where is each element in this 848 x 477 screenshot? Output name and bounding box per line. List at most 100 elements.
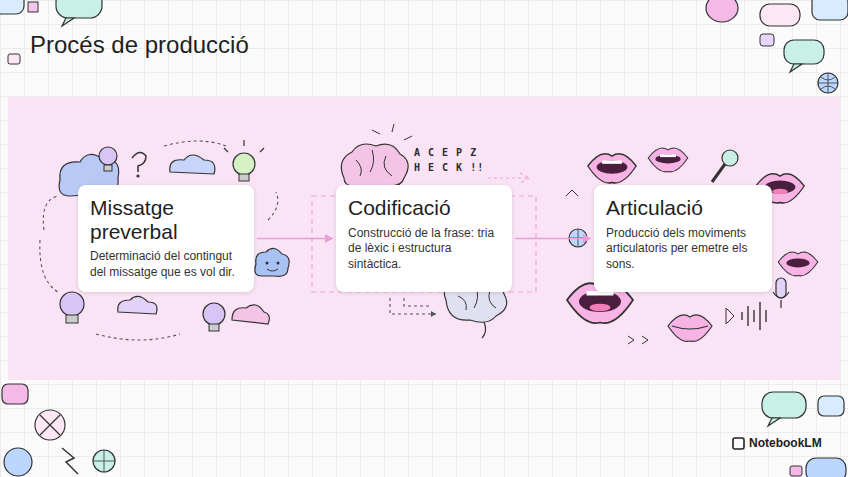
brain-doodles-part <box>341 144 408 186</box>
mouth-doodles-part <box>566 190 578 196</box>
corner-bubbles-part <box>762 392 806 418</box>
mouth-doodles <box>566 148 818 344</box>
idea-doodles-part <box>267 269 278 271</box>
arrow-head <box>325 234 333 243</box>
brain-doodles-part <box>372 124 412 140</box>
idea-doodles-part <box>40 240 58 292</box>
doodle-letters: A C E P Z <box>414 147 477 158</box>
mouth-doodles-part-part <box>786 258 809 267</box>
corner-bubbles-part <box>818 396 844 416</box>
idea-doodles-part <box>239 174 249 181</box>
idea-doodles-part <box>203 303 225 325</box>
corner-bubbles-part <box>812 0 848 20</box>
mouth-doodles-part <box>776 278 786 298</box>
card-heading: Missatge preverbal <box>90 196 242 243</box>
corner-bubbles-part <box>40 415 60 435</box>
brain-doodles-part <box>431 311 436 317</box>
brain-doodles-part <box>356 150 392 176</box>
flow-arrow <box>257 234 333 243</box>
corner-bubbles-part <box>784 40 824 64</box>
mouth-doodles-part <box>773 292 789 308</box>
idea-doodles-part <box>164 141 226 146</box>
mouth-doodles-part <box>778 252 818 276</box>
process-card: CodificacióConstrucció de la frase: tria… <box>336 185 512 292</box>
doodle-letters: H E C K !! <box>414 162 484 173</box>
corner-bubbles-part <box>35 410 65 440</box>
corner-bubbles-part <box>818 73 838 93</box>
card-heading: Articulació <box>606 196 760 220</box>
corner-bubbles-part <box>790 466 802 476</box>
idea-doodles-part <box>266 262 269 265</box>
corner-bubbles-part <box>790 64 802 72</box>
mouth-doodles-part-part <box>590 304 611 312</box>
corner-bubbles-part <box>8 54 20 64</box>
idea-doodles-part <box>232 305 269 324</box>
brain-doodles-part <box>404 298 432 306</box>
idea-doodles-part <box>132 152 146 172</box>
flow-arrow <box>515 234 591 243</box>
corner-bubbles-part <box>733 438 744 449</box>
process-card: ArticulacióProducció dels moviments arti… <box>594 185 772 292</box>
corner-bubbles-part <box>4 448 32 476</box>
idea-doodles-part <box>118 296 157 314</box>
watermark: NotebookLM <box>749 436 822 450</box>
idea-doodles-part <box>224 140 264 152</box>
brain-doodles-part <box>488 173 530 183</box>
corner-bubbles-part <box>806 458 846 477</box>
idea-doodles-part <box>233 153 255 175</box>
idea-doodles-part <box>136 174 139 177</box>
corner-bubbles <box>706 0 848 93</box>
mouth-doodles-part <box>742 302 766 330</box>
mouth-doodles-part-part <box>597 161 628 174</box>
arrow-line <box>515 238 591 240</box>
idea-doodles-part <box>99 147 117 165</box>
mouth-doodles-part-part <box>648 148 688 172</box>
idea-doodles-part <box>170 155 215 174</box>
card-body: Determinació del contingut del missatge … <box>90 249 242 280</box>
brain-doodles-part <box>390 298 436 314</box>
slide-title: Procés de producció <box>30 31 249 59</box>
mouth-doodles-part <box>588 154 636 183</box>
mouth-doodles-part <box>648 148 688 172</box>
process-card: Missatge preverbalDeterminació del conti… <box>78 185 254 292</box>
corner-bubbles-part <box>56 0 102 18</box>
mouth-doodles-part <box>712 164 725 182</box>
mouth-doodles-part-part <box>778 252 818 276</box>
corner-bubbles-part <box>62 18 74 26</box>
mouth-doodles-part-part <box>660 154 676 157</box>
mouth-doodles-part <box>726 308 734 324</box>
mouth-doodles-part-part <box>772 189 787 195</box>
corner-bubbles-part <box>0 0 24 14</box>
brain-doodles <box>312 124 536 338</box>
mouth-doodles-part-part <box>655 154 680 163</box>
corner-bubbles-part <box>62 448 78 474</box>
idea-doodles <box>40 140 289 340</box>
mouth-doodles-part-part <box>579 291 621 312</box>
corner-bubbles-part <box>818 73 838 93</box>
corner-bubbles <box>2 384 115 476</box>
mouth-doodles-part <box>628 336 648 344</box>
corner-bubbles-part <box>93 450 115 472</box>
corner-bubbles-part <box>2 384 28 404</box>
corner-bubbles-part <box>760 4 800 26</box>
idea-doodles-part <box>43 196 58 230</box>
idea-doodles-part <box>209 324 219 331</box>
idea-doodles-part <box>268 192 278 220</box>
mouth-doodles-part-part <box>668 315 712 342</box>
idea-doodles-part <box>60 292 84 316</box>
arrow-head <box>583 234 591 243</box>
mouth-doodles-part-part <box>602 161 622 164</box>
corner-bubbles <box>733 392 846 477</box>
mouth-doodles-part <box>668 315 712 342</box>
card-heading: Codificació <box>348 196 500 220</box>
idea-doodles-part <box>277 262 280 265</box>
corner-bubbles-part <box>706 0 738 22</box>
card-body: Producció dels moviments articulatoris p… <box>606 226 760 273</box>
idea-doodles-part <box>104 165 112 171</box>
mouth-doodles-part-part <box>672 326 708 329</box>
idea-doodles-part <box>255 248 289 276</box>
brain-doodles-part <box>482 322 486 338</box>
mouth-doodles-part-part <box>588 154 636 183</box>
corner-bubbles-part <box>28 2 38 12</box>
